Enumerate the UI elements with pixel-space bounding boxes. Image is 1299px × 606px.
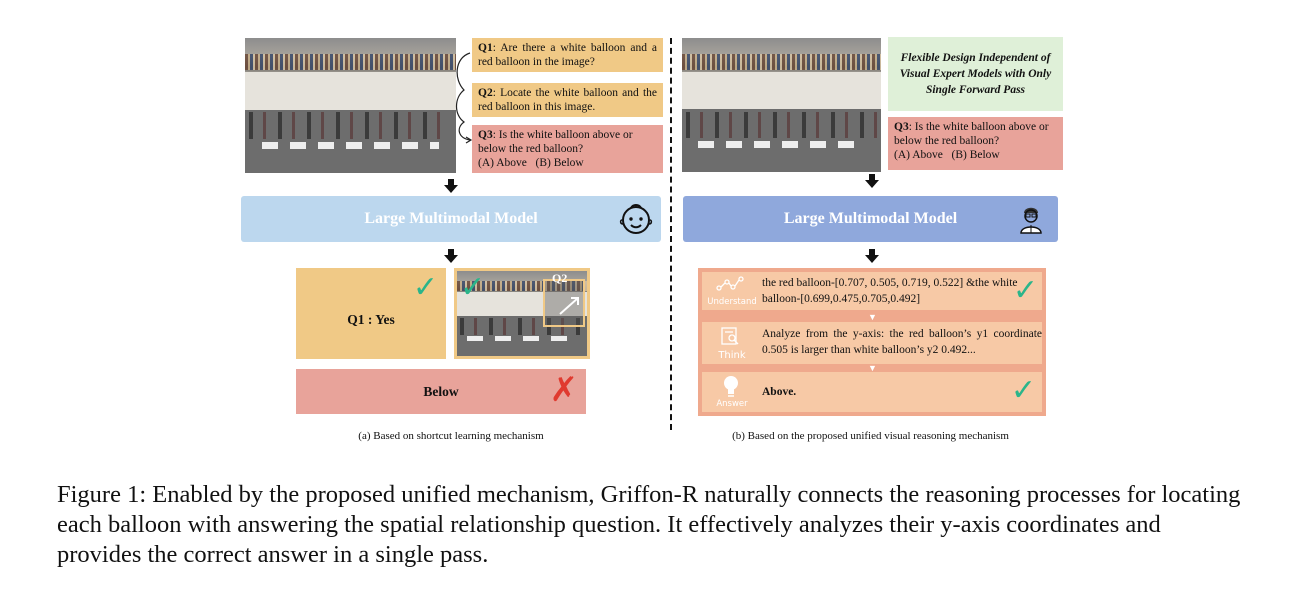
step-label: Answer — [716, 399, 748, 409]
reasoning-panel: Understand the red balloon-[0.707, 0.505… — [698, 268, 1046, 416]
lightbulb-icon — [724, 376, 738, 397]
q3-answer-box: Below ✗ — [296, 369, 586, 414]
search-doc-icon — [721, 327, 739, 345]
question-q2: Q2: Locate the white balloon and the red… — [472, 83, 663, 117]
question-q3-right: Q3: Is the white balloon above or below … — [888, 117, 1063, 170]
question-q1: Q1: Are there a white balloon and a red … — [472, 38, 663, 72]
step-think: Think Analyze from the y-axis: the red b… — [702, 322, 1042, 364]
down-arrow-icon — [444, 249, 458, 263]
answer-options: (A) Above (B) Below — [478, 157, 584, 169]
step-text: Analyze from the y-axis: the red balloon… — [762, 328, 1042, 356]
lmm-label-right: Large Multimodal Model — [783, 210, 958, 227]
q1-answer-label: Q1 : Yes — [347, 312, 395, 327]
panel-divider — [670, 38, 672, 430]
down-arrow-icon — [444, 179, 458, 193]
check-icon: ✓ — [1010, 373, 1036, 408]
down-arrow-icon — [865, 249, 879, 263]
lmm-box-right: Large Multimodal Model — [683, 196, 1058, 242]
lmm-box-left: Large Multimodal Model — [241, 196, 661, 242]
step-label: Understand — [707, 297, 757, 307]
design-note-box: Flexible Design Independent of Visual Ex… — [888, 37, 1063, 111]
step-connector: ▼ — [868, 312, 877, 322]
question-q3: Q3: Is the white balloon above or below … — [472, 125, 663, 173]
figure-caption: Figure 1: Enabled by the proposed unifie… — [57, 481, 1241, 568]
question-flow-arrows — [455, 52, 473, 144]
cross-icon: ✗ — [549, 370, 579, 410]
step-label: Think — [718, 350, 746, 361]
check-icon: ✓ — [412, 270, 438, 305]
lmm-label: Large Multimodal Model — [364, 210, 538, 227]
q1-answer-box: Q1 : Yes ✓ — [296, 268, 446, 359]
step-answer: Answer Above. ✓ — [702, 372, 1042, 412]
caption-a: (a) Based on shortcut learning mechanism — [358, 430, 544, 442]
scientist-icon — [1020, 207, 1042, 234]
q2-label: Q2 — [552, 271, 568, 285]
step-text: the red balloon-[0.707, 0.505, 0.719, 0.… — [762, 277, 1018, 305]
check-icon: ✓ — [460, 270, 486, 305]
answer-options-right: (A) Above (B) Below — [894, 149, 1000, 161]
step-text: Above. — [762, 386, 797, 398]
baby-face-icon — [619, 204, 653, 234]
caption-b: (b) Based on the proposed unified visual… — [732, 430, 1009, 442]
street-photo-right — [682, 38, 881, 172]
network-icon — [716, 276, 744, 291]
down-arrow-icon — [865, 174, 879, 188]
q2-grounding-box: ✓ Q2 — [454, 268, 590, 359]
design-note-text: Flexible Design Independent of Visual Ex… — [899, 52, 1052, 96]
step-understand: Understand the red balloon-[0.707, 0.505… — [702, 272, 1042, 310]
q3-answer-label: Below — [423, 384, 459, 399]
step-connector: ▼ — [868, 363, 877, 373]
check-icon: ✓ — [1012, 273, 1038, 308]
pointer-arrow — [559, 297, 579, 315]
street-photo-left — [245, 38, 456, 173]
